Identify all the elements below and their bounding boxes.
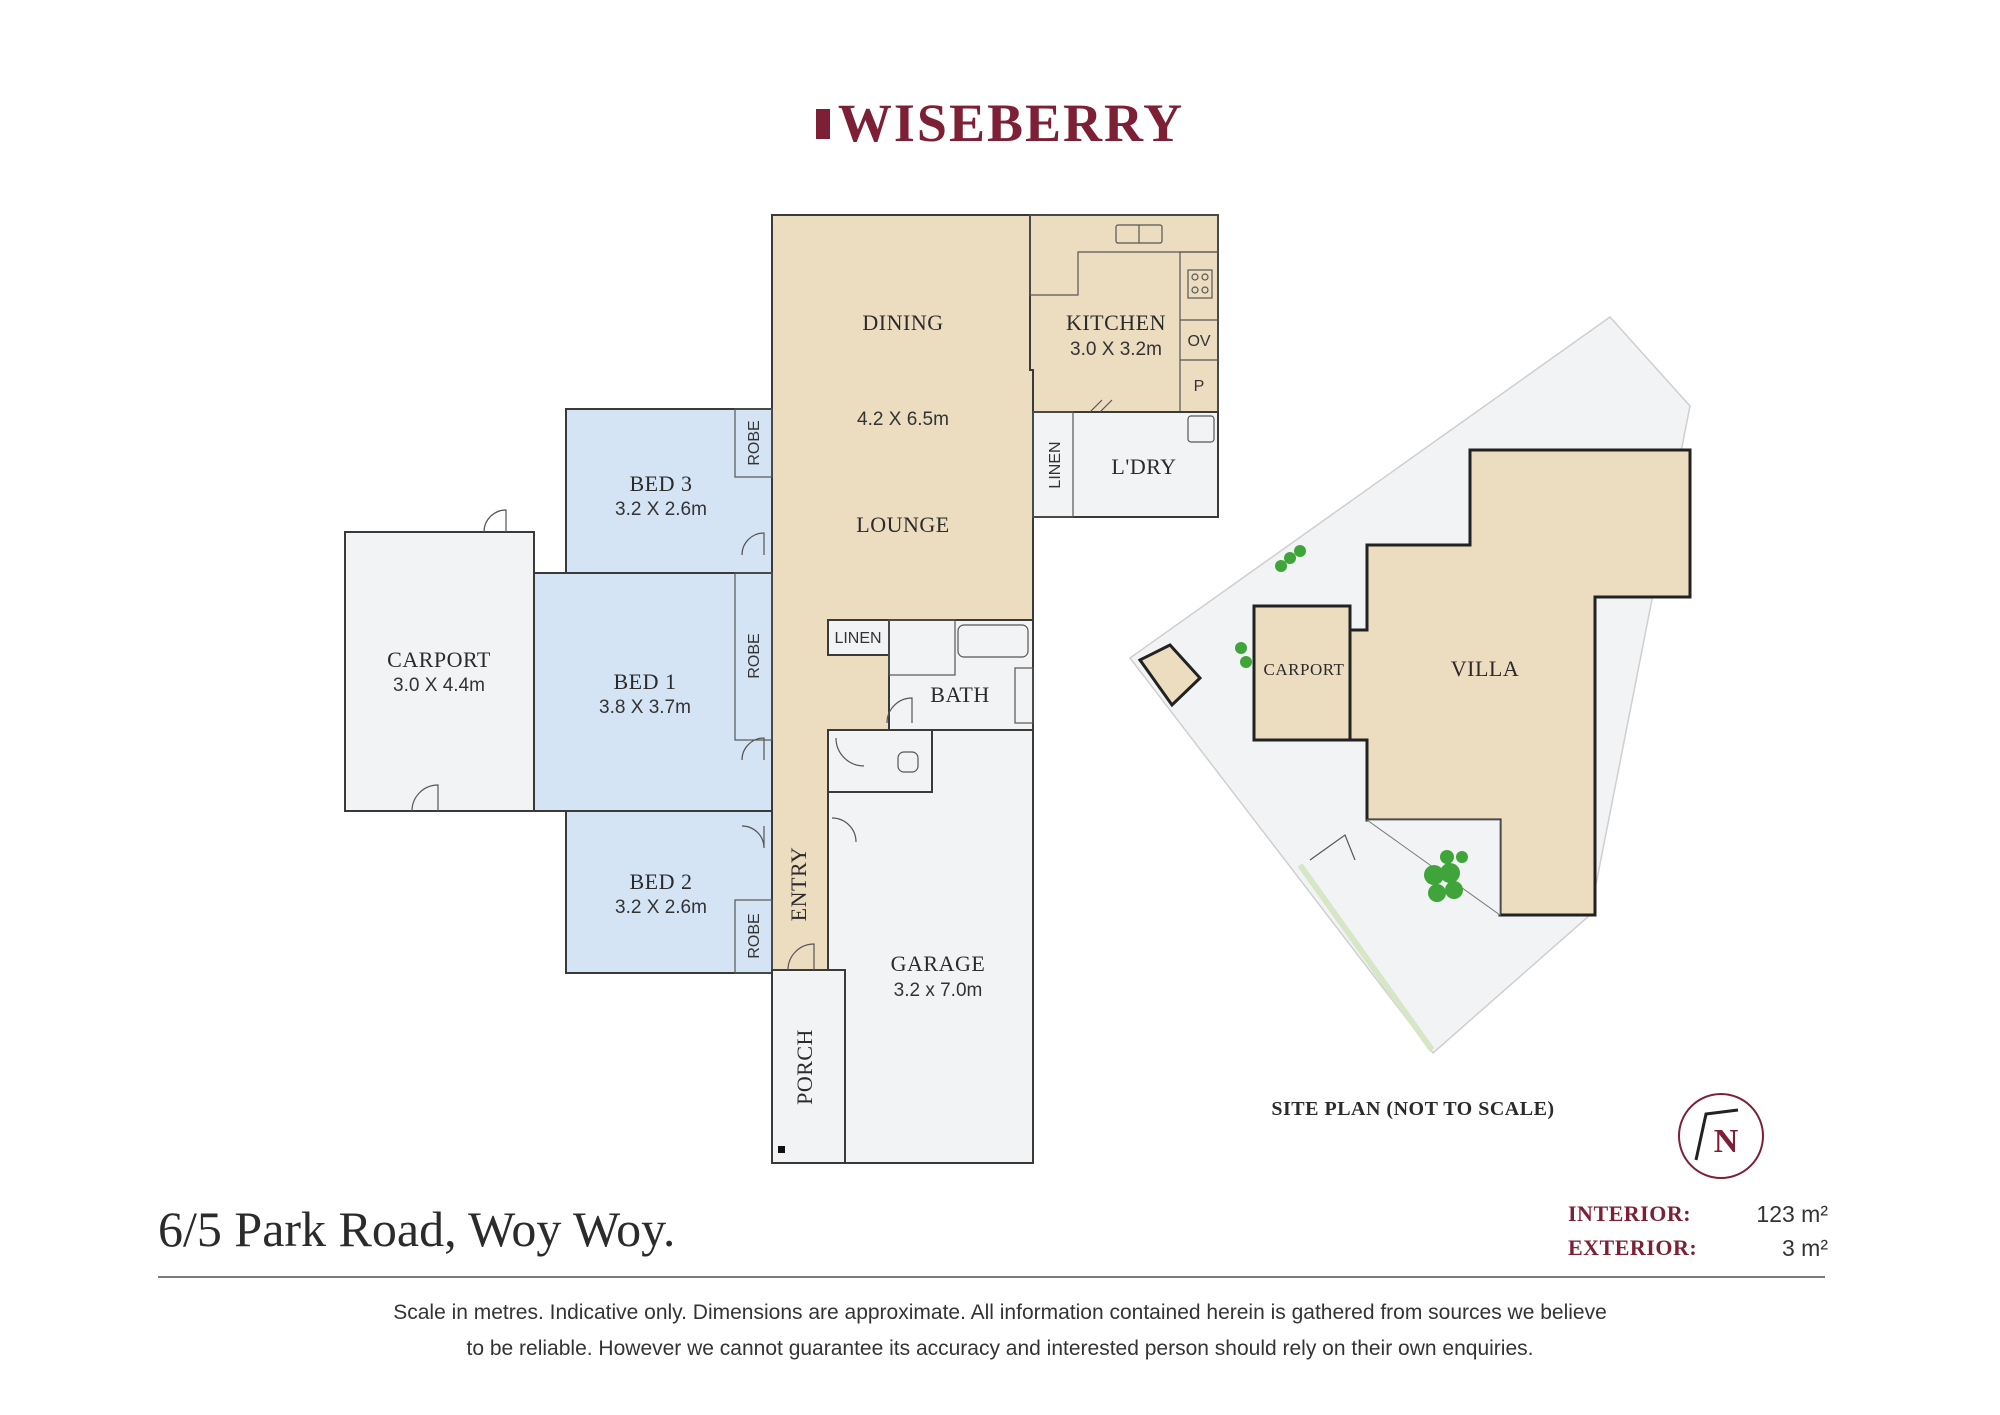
lounge-label: LOUNGE xyxy=(856,512,949,537)
north-label: N xyxy=(1714,1123,1739,1160)
shower-icon xyxy=(888,619,956,676)
disclaimer-line-1: Scale in metres. Indicative only. Dimens… xyxy=(393,1301,1607,1324)
laundry-label: L'DRY xyxy=(1111,454,1176,479)
interior-area-row: INTERIOR: 123 m² xyxy=(1568,1197,1828,1231)
area-summary: INTERIOR: 123 m² EXTERIOR: 3 m² xyxy=(1568,1197,1828,1265)
vanity-icon xyxy=(1014,667,1034,724)
bed3-area xyxy=(565,408,773,574)
toilet-area xyxy=(827,729,933,793)
bed3-dimensions: 3.2 X 2.6m xyxy=(615,499,707,520)
bed2-robe-label: ROBE xyxy=(746,913,763,958)
porch-area xyxy=(771,969,846,1164)
cooktop-icon xyxy=(1187,269,1213,299)
garage-dimensions: 3.2 x 7.0m xyxy=(894,980,983,1001)
site-carport xyxy=(1252,604,1352,742)
kitchen-dimensions: 3.0 X 3.2m xyxy=(1070,339,1162,360)
bed2-dimensions: 3.2 X 2.6m xyxy=(615,897,707,918)
kitchen-label: KITCHEN xyxy=(1066,310,1166,335)
logo-mark-icon xyxy=(815,109,830,139)
kitchen-counter xyxy=(1029,214,1219,296)
laundry-linen-label: LINEN xyxy=(1047,441,1064,488)
site-carport-label: CARPORT xyxy=(1264,660,1345,679)
site-shed xyxy=(1137,643,1203,708)
living-dimensions: 4.2 X 6.5m xyxy=(857,409,949,430)
garage-label: GARAGE xyxy=(891,951,986,976)
bed3-label: BED 3 xyxy=(630,471,693,496)
disclaimer: Scale in metres. Indicative only. Dimens… xyxy=(200,1295,1800,1367)
toilet-icon xyxy=(897,751,919,773)
bed1-robe-label: ROBE xyxy=(746,633,763,678)
interior-label: INTERIOR: xyxy=(1568,1201,1692,1226)
laundry-area xyxy=(1032,411,1219,518)
bed3-robe xyxy=(734,408,773,478)
carport-dimensions: 3.0 X 4.4m xyxy=(393,675,485,696)
footer-divider xyxy=(158,1276,1825,1278)
porch-label: PORCH xyxy=(792,1029,817,1105)
bed3-robe-label: ROBE xyxy=(746,420,763,465)
disclaimer-line-2: to be reliable. However we cannot guaran… xyxy=(466,1337,1534,1360)
bed2-area xyxy=(565,810,773,974)
property-address: 6/5 Park Road, Woy Woy. xyxy=(158,1201,676,1257)
site-plan-title: SITE PLAN (NOT TO SCALE) xyxy=(1271,1098,1554,1120)
entry-label: ENTRY xyxy=(786,847,811,922)
tree-icon xyxy=(1235,545,1468,902)
exterior-value: 3 m² xyxy=(1782,1234,1828,1261)
carport-area xyxy=(344,531,535,812)
site-villa-label: VILLA xyxy=(1451,656,1519,681)
dining-label: DINING xyxy=(862,310,943,335)
exterior-area-row: EXTERIOR: 3 m² xyxy=(1568,1231,1828,1265)
brand-name: WISEBERRY xyxy=(837,93,1185,153)
hall-linen-label: LINEN xyxy=(834,630,881,647)
exterior-label: EXTERIOR: xyxy=(1568,1235,1698,1260)
laundry-tub-icon xyxy=(1187,415,1215,443)
bath-label: BATH xyxy=(930,682,989,707)
brand-logo: WISEBERRY xyxy=(0,92,2000,154)
bed1-dimensions: 3.8 X 3.7m xyxy=(599,697,691,718)
bathtub-icon xyxy=(957,624,1029,658)
bed2-robe xyxy=(734,899,773,974)
oven-label: OV xyxy=(1187,333,1210,350)
bed1-label: BED 1 xyxy=(614,669,677,694)
linen-cupboard-hall xyxy=(827,619,890,656)
north-compass-icon: N xyxy=(1678,1093,1764,1179)
carport-label: CARPORT xyxy=(387,647,491,672)
garage-area xyxy=(827,729,1034,1164)
interior-value: 123 m² xyxy=(1756,1200,1828,1227)
bed2-label: BED 2 xyxy=(630,869,693,894)
linen-cupboard-laundry xyxy=(1032,411,1074,518)
pantry-label: P xyxy=(1194,378,1205,395)
